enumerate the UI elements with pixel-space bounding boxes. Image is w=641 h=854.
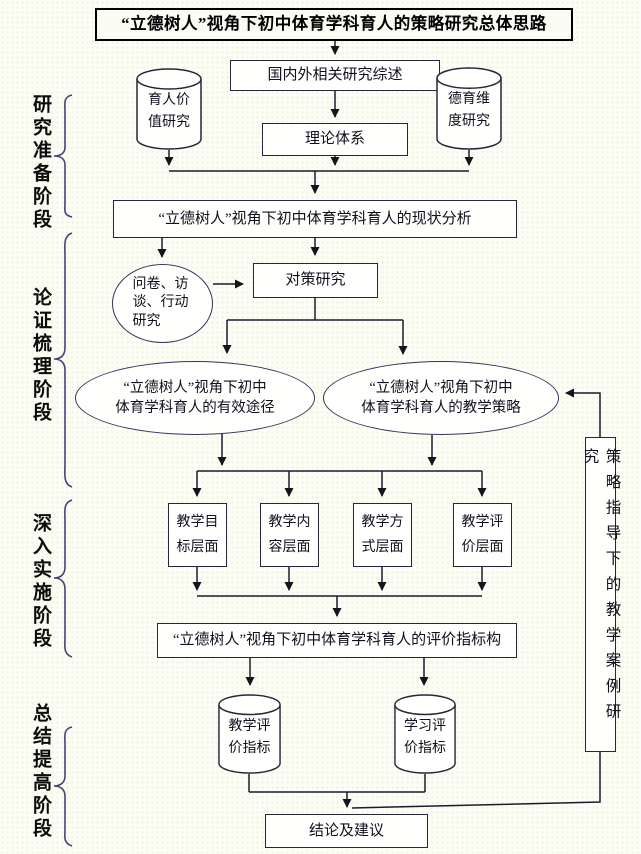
cylinder-teaching-eval-label: 教学评价指标 <box>228 719 271 757</box>
cylinder-shape <box>218 694 281 774</box>
cylinder-value-label: 育人价值研究 <box>147 93 190 131</box>
node-evaluation-index: “立德树人”视角下初中体育学科育人的评价指标构 <box>157 623 517 658</box>
arrow-case-to-strategy <box>565 388 601 437</box>
cylinder-value-research: 育人价值研究 <box>136 68 202 150</box>
teaching-strategy-line1: “立德树人”视角下初中 <box>369 379 513 396</box>
node-case-study: 策略指导下的教学案例研究 <box>582 437 621 752</box>
cylinder-teaching-eval: 教学评价指标 <box>218 694 281 774</box>
node-literature-review: 国内外相关研究综述 <box>230 60 440 91</box>
cylinder-moral-label: 德育维度研究 <box>447 92 490 130</box>
dim-goal-label: 教学目标层面 <box>176 514 219 555</box>
dim-method-label: 教学方式层面 <box>361 514 404 555</box>
dim-eval-label: 教学评价层面 <box>461 514 504 555</box>
ellipse-teaching-strategy: “立德树人”视角下初中 体育学科育人的教学策略 <box>323 361 559 435</box>
methods-label: 问卷、访谈、行动研究 <box>132 277 189 329</box>
effective-paths-line1: “立德树人”视角下初中 <box>123 379 267 396</box>
cylinder-shape <box>436 67 502 150</box>
node-dim-eval: 教学评价层面 <box>453 503 512 567</box>
brace-stage-2 <box>53 232 73 488</box>
stage-label-summary: 总结提高阶段 <box>30 703 51 841</box>
brace-stage-3 <box>53 499 73 658</box>
node-conclusion: 结论及建议 <box>265 814 428 848</box>
cylinder-learning-eval-label: 学习评价指标 <box>403 719 446 757</box>
cylinder-moral-research: 德育维度研究 <box>436 67 502 150</box>
node-status-analysis: “立德树人”视角下初中体育学科育人的现状分析 <box>113 200 517 238</box>
stage-label-preparation: 研究准备阶段 <box>30 94 51 232</box>
node-dim-content: 教学内容层面 <box>260 503 319 567</box>
cylinder-shape <box>136 68 202 150</box>
dim-content-label: 教学内容层面 <box>268 514 311 555</box>
node-dim-method: 教学方式层面 <box>353 503 412 567</box>
diagram-title: “立德树人”视角下初中体育学科育人的策略研究总体思路 <box>95 8 573 41</box>
effective-paths-line2: 体育学科育人的有效途径 <box>115 400 275 416</box>
brace-stage-1 <box>53 94 73 218</box>
brace-stage-4 <box>53 726 73 847</box>
node-dim-goal: 教学目标层面 <box>168 503 227 567</box>
teaching-strategy-line2: 体育学科育人的教学策略 <box>361 400 521 416</box>
cylinder-learning-eval: 学习评价指标 <box>394 694 456 774</box>
stage-label-implementation: 深入实施阶段 <box>30 513 51 651</box>
stage-label-argumentation: 论证梳理阶段 <box>30 287 51 425</box>
node-theory-system: 理论体系 <box>262 123 408 156</box>
ellipse-research-methods: 问卷、访谈、行动研究 <box>112 264 213 343</box>
node-countermeasure: 对策研究 <box>253 263 378 298</box>
ellipse-effective-paths: “立德树人”视角下初中 体育学科育人的有效途径 <box>75 361 315 435</box>
case-study-label: 策略指导下的教学案例研究 <box>581 448 621 729</box>
case-down-line <box>351 752 601 809</box>
